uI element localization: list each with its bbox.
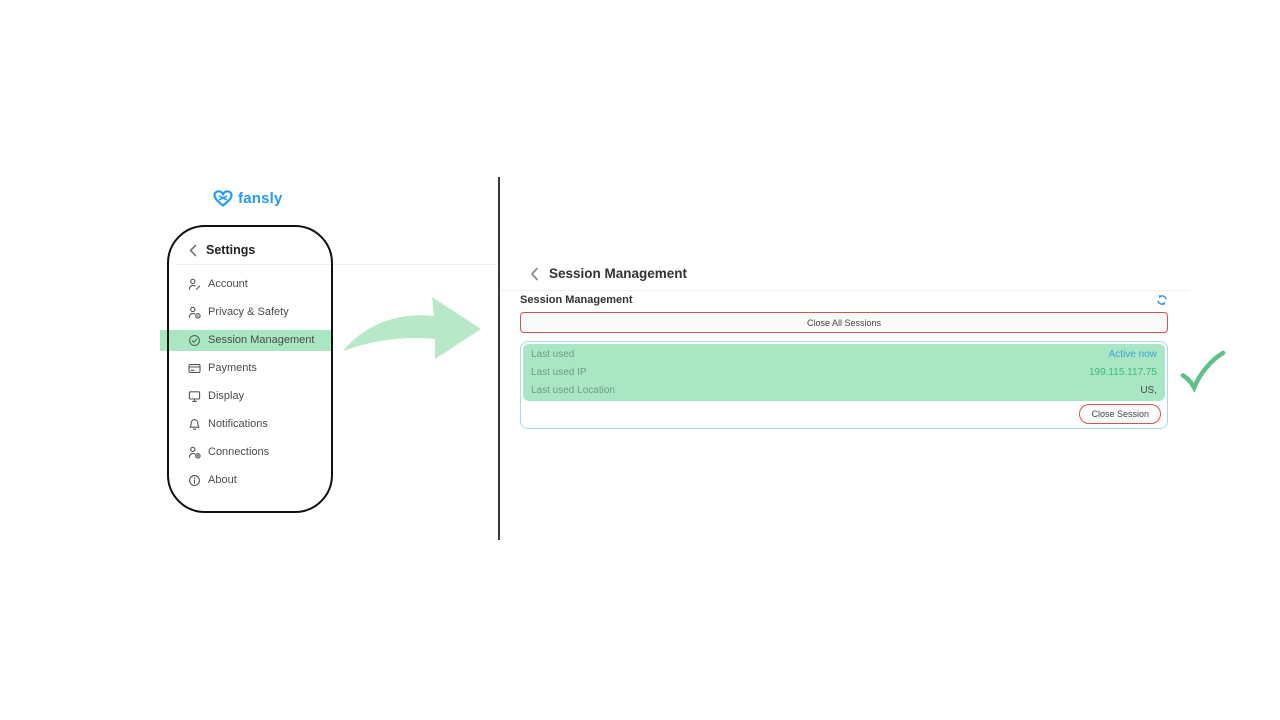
close-all-sessions-button[interactable]: Close All Sessions bbox=[520, 312, 1168, 333]
session-row-label: Last used bbox=[531, 348, 575, 360]
close-session-button[interactable]: Close Session bbox=[1079, 404, 1161, 424]
info-icon bbox=[189, 474, 200, 486]
header-divider bbox=[500, 290, 1190, 291]
sidebar-item-account[interactable]: Account bbox=[188, 276, 328, 292]
session-location-value: US, bbox=[1140, 385, 1157, 397]
annotation-checkmark-icon bbox=[1180, 350, 1226, 393]
credit-card-icon bbox=[188, 363, 201, 373]
bell-icon bbox=[189, 418, 200, 430]
user-shield-icon bbox=[188, 306, 201, 319]
chevron-left-icon[interactable] bbox=[530, 267, 539, 281]
check-circle-icon bbox=[189, 334, 200, 346]
panel-divider bbox=[498, 177, 500, 540]
monitor-icon bbox=[188, 390, 201, 402]
refresh-button[interactable] bbox=[1156, 294, 1168, 306]
session-ip-value: 199.115.117.75 bbox=[1088, 366, 1157, 378]
sidebar-item-label: Notifications bbox=[208, 418, 268, 430]
sidebar-item-session-management[interactable]: Session Management bbox=[188, 332, 328, 348]
session-row-last-used-ip: Last used IP 199.115.117.75 bbox=[531, 363, 1157, 381]
fansly-logo[interactable]: fansly bbox=[213, 190, 283, 207]
settings-title: Settings bbox=[206, 243, 256, 257]
sidebar-item-label: About bbox=[208, 474, 237, 486]
chevron-left-icon[interactable] bbox=[189, 244, 197, 257]
annotation-arrow-icon bbox=[343, 297, 481, 359]
section-label: Session Management bbox=[520, 294, 633, 306]
session-row-label: Last used Location bbox=[531, 385, 615, 397]
user-connections-icon bbox=[188, 446, 201, 459]
sidebar-item-about[interactable]: About bbox=[188, 472, 328, 488]
session-details: Last used Active now Last used IP 199.11… bbox=[523, 344, 1165, 401]
fansly-heart-icon bbox=[213, 190, 233, 207]
section-header: Session Management bbox=[520, 294, 1168, 306]
sidebar-item-label: Display bbox=[208, 390, 245, 402]
sidebar-item-label: Privacy & Safety bbox=[208, 306, 289, 318]
brand-name: fansly bbox=[238, 190, 283, 207]
session-card: Last used Active now Last used IP 199.11… bbox=[520, 341, 1168, 429]
page-title: Session Management bbox=[549, 266, 688, 281]
sidebar-item-label: Account bbox=[208, 278, 248, 290]
page-header: Session Management bbox=[530, 266, 687, 281]
sidebar-item-payments[interactable]: Payments bbox=[188, 360, 328, 376]
refresh-sync-icon bbox=[1157, 294, 1167, 306]
session-status-value: Active now bbox=[1108, 348, 1157, 360]
user-edit-icon bbox=[188, 278, 201, 290]
active-item-highlight bbox=[160, 330, 333, 351]
sidebar-item-label: Payments bbox=[208, 362, 257, 374]
session-row-label: Last used IP bbox=[531, 366, 587, 378]
settings-divider bbox=[176, 264, 497, 265]
sidebar-item-display[interactable]: Display bbox=[188, 388, 328, 404]
settings-header: Settings bbox=[189, 243, 255, 257]
sidebar-item-privacy-safety[interactable]: Privacy & Safety bbox=[188, 304, 328, 320]
sidebar-item-notifications[interactable]: Notifications bbox=[188, 416, 328, 432]
session-row-last-used: Last used Active now bbox=[531, 345, 1157, 363]
sidebar-item-connections[interactable]: Connections bbox=[188, 444, 328, 460]
sidebar-item-label: Connections bbox=[208, 446, 270, 458]
sidebar-item-label: Session Management bbox=[208, 334, 315, 346]
session-row-last-used-location: Last used Location US, bbox=[531, 382, 1157, 400]
